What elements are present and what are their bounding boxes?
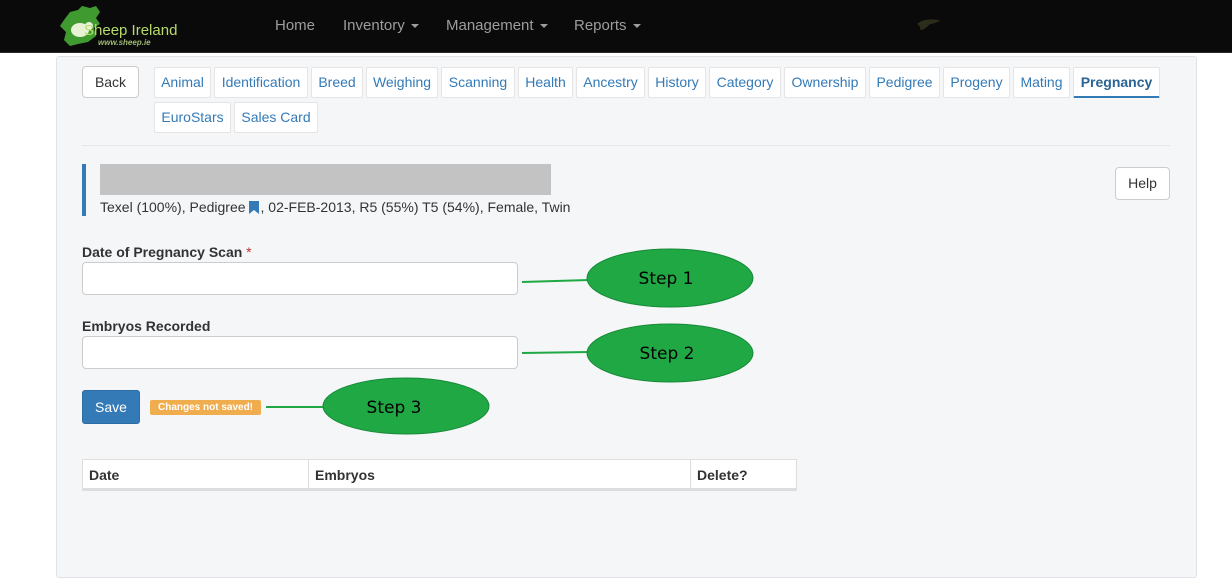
unsaved-changes-badge: Changes not saved! [150, 400, 261, 415]
tab-label: Health [525, 74, 566, 90]
caret-down-icon [632, 24, 641, 29]
tab-label: Animal [161, 74, 204, 90]
tab-weighing[interactable]: Weighing [366, 67, 438, 98]
date-field-label: Date of Pregnancy Scan * [82, 244, 252, 260]
tab-category[interactable]: Category [709, 67, 781, 98]
pregnancy-records-table: Date Embryos Delete? [82, 459, 797, 491]
tab-ownership[interactable]: Ownership [784, 67, 866, 98]
nav-management[interactable]: Management [446, 17, 548, 34]
tab-label: Mating [1020, 74, 1063, 90]
redacted-animal-name [100, 164, 551, 195]
tab-label: Category [716, 74, 774, 90]
tab-label: Identification [221, 74, 301, 90]
save-button-label: Save [95, 399, 127, 415]
embryos-label-text: Embryos Recorded [82, 318, 211, 334]
tab-label: Ownership [791, 74, 859, 90]
tab-breed[interactable]: Breed [311, 67, 363, 98]
content-panel [56, 56, 1197, 578]
save-button[interactable]: Save [82, 390, 140, 424]
nav-reports-label: Reports [574, 17, 627, 34]
tab-mating[interactable]: Mating [1013, 67, 1070, 98]
tab-scanning[interactable]: Scanning [441, 67, 515, 98]
tab-ancestry[interactable]: Ancestry [576, 67, 645, 98]
nav-inventory[interactable]: Inventory [343, 17, 419, 34]
tab-progeny[interactable]: Progeny [943, 67, 1010, 98]
tab-label: Breed [318, 74, 356, 90]
tab-pedigree[interactable]: Pedigree [869, 67, 940, 98]
tab-identification[interactable]: Identification [214, 67, 308, 98]
tab-animal[interactable]: Animal [154, 67, 211, 98]
animal-accent-bar [82, 164, 86, 216]
brand-url: www.sheep.ie [98, 38, 151, 47]
tab-eurostars[interactable]: EuroStars [154, 102, 231, 133]
top-navbar: Sheep Ireland www.sheep.ie Home Inventor… [0, 0, 1232, 53]
back-button[interactable]: Back [82, 66, 139, 98]
table-header-embryos[interactable]: Embryos [308, 460, 690, 490]
brand-name[interactable]: Sheep Ireland [84, 22, 178, 39]
help-button-label: Help [1128, 175, 1157, 191]
date-label-text: Date of Pregnancy Scan [82, 244, 243, 260]
nav-management-label: Management [446, 17, 534, 34]
required-marker: * [246, 244, 252, 260]
tab-label: Pregnancy [1080, 74, 1153, 90]
tab-label: Sales Card [241, 109, 311, 125]
nav-home-label: Home [275, 17, 316, 34]
sheep-ireland-logo[interactable] [58, 4, 188, 48]
back-button-label: Back [94, 74, 127, 90]
nav-reports[interactable]: Reports [574, 17, 641, 34]
tab-label: EuroStars [161, 109, 224, 125]
caret-down-icon [410, 24, 419, 29]
embryos-recorded-input[interactable] [82, 336, 518, 369]
tab-pregnancy[interactable]: Pregnancy [1073, 67, 1160, 98]
animal-summary: Texel (100%), Pedigree , 02-FEB-2013, R5 … [100, 199, 570, 215]
divider [82, 145, 1170, 146]
table-header-delete[interactable]: Delete? [690, 460, 796, 490]
pregnancy-scan-date-input[interactable] [82, 262, 518, 295]
tab-label: History [655, 74, 699, 90]
embryos-field-label: Embryos Recorded [82, 318, 210, 334]
nav-home[interactable]: Home [275, 17, 315, 34]
nav-inventory-label: Inventory [343, 17, 405, 34]
tab-health[interactable]: Health [518, 67, 573, 98]
tab-label: Weighing [372, 74, 432, 90]
user-avatar-icon[interactable] [916, 18, 942, 31]
caret-down-icon [539, 24, 548, 29]
tab-history[interactable]: History [648, 67, 706, 98]
tab-label: Scanning [448, 74, 508, 90]
help-button[interactable]: Help [1115, 167, 1170, 200]
table-header-date[interactable]: Date [83, 460, 308, 490]
tab-sales-card[interactable]: Sales Card [234, 102, 318, 133]
tab-label: Pedigree [876, 74, 933, 90]
tab-label: Progeny [950, 74, 1003, 90]
tab-label: Ancestry [583, 74, 638, 90]
bookmark-icon [248, 201, 259, 214]
animal-summary-part: , 02-FEB-2013, R5 (55%) T5 (54%), Female… [260, 199, 571, 215]
animal-summary-part: Texel (100%), Pedigree [100, 199, 246, 215]
